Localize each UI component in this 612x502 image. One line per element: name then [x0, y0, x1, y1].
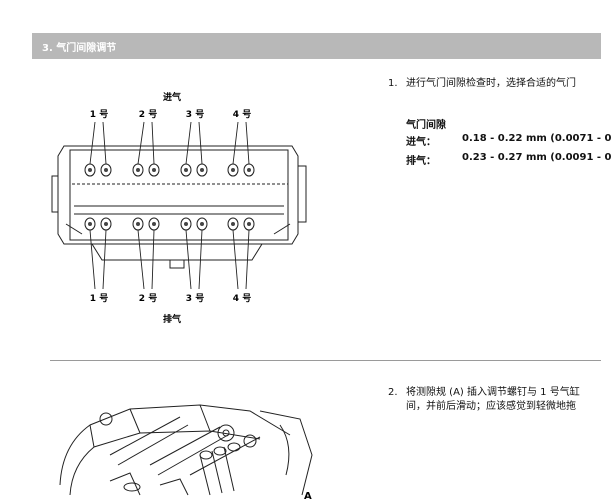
intake-clearance-value: 0.18 - 0.22 mm (0.0071 - 0 — [462, 133, 612, 144]
bottom-cylinder-2-label: 2 号 — [139, 293, 157, 304]
bottom-cylinder-3-label: 3 号 — [186, 293, 204, 304]
top-cylinder-1-label: 1 号 — [90, 109, 108, 120]
intake-clearance-label: 进气： — [406, 137, 436, 148]
section-title: 3. 气门间隙调节 — [42, 43, 117, 54]
callout-a-label: A — [304, 491, 312, 502]
rocker-arm-illustration: A — [59, 404, 313, 502]
step-2-number: 2. — [388, 387, 398, 398]
top-cylinder-3-label: 3 号 — [186, 109, 204, 120]
top-cylinder-4-label: 4 号 — [233, 109, 251, 120]
top-cylinder-2-label: 2 号 — [139, 109, 157, 120]
step-1-number: 1. — [388, 78, 398, 89]
exhaust-clearance-label: 排气： — [406, 156, 436, 167]
section-divider — [50, 360, 601, 361]
exhaust-clearance-value: 0.23 - 0.27 mm (0.0091 - 0 — [462, 152, 612, 163]
step-2-line-1: 将测隙规 (A) 插入调节螺钉与 1 号气缸 — [406, 387, 580, 398]
clearance-title: 气门间隙 — [406, 120, 446, 131]
step-2-line-2: 间，并前后滑动；应该感觉到轻微地拖 — [406, 401, 576, 412]
step-1-text: 进行气门间隙检查时，选择合适的气门 — [406, 78, 576, 89]
bottom-cylinder-1-label: 1 号 — [90, 293, 108, 304]
exhaust-label: 排气 — [163, 313, 181, 325]
valve-arrangement-diagram: 进气 排气 1 号 2 号 3 号 4 号 1 号 2 号 3 号 4 号 — [51, 91, 307, 325]
step-2-continued: 间，并前后滑动；应该感觉到轻微地拖 — [406, 400, 576, 414]
bottom-cylinder-4-label: 4 号 — [233, 293, 251, 304]
section-header-bar: 3. 气门间隙调节 — [32, 33, 601, 59]
intake-label: 进气 — [163, 91, 181, 103]
